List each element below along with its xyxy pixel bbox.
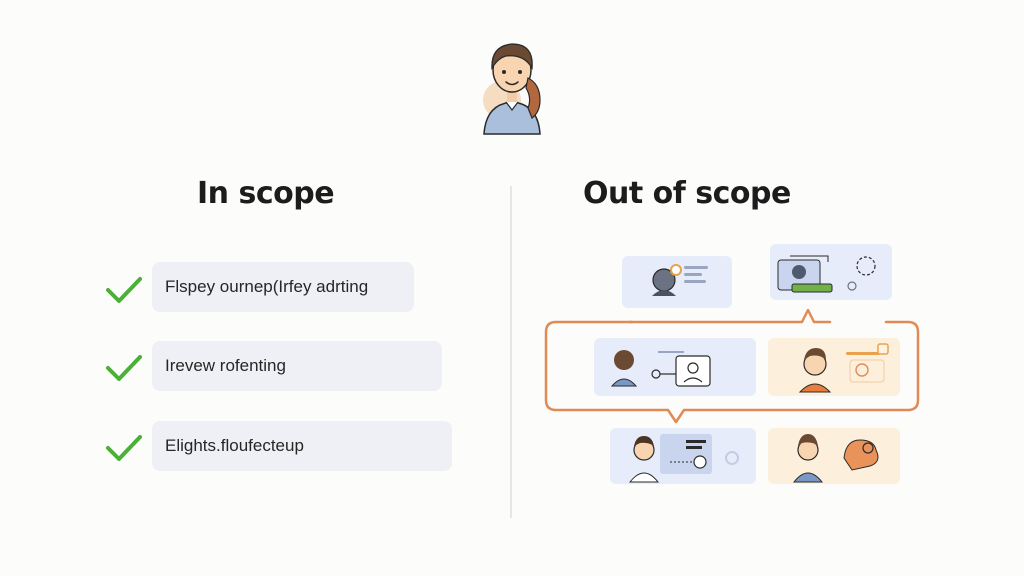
- connector-loop: [544, 320, 920, 424]
- person-avatar-icon: [483, 43, 541, 135]
- in-scope-item: Flspey ournep(Irfey adrting: [152, 262, 414, 312]
- in-scope-item: Irevew rofenting: [152, 341, 442, 391]
- out-of-scope-heading: Out of scope: [583, 176, 791, 211]
- checkmark-icon: [106, 277, 142, 303]
- flow-card: [622, 256, 732, 308]
- checkmark-icon: [106, 355, 142, 381]
- flow-card: [768, 428, 900, 484]
- flow-card: [768, 338, 900, 396]
- flow-card: [610, 428, 756, 484]
- flow-card: [770, 244, 892, 300]
- in-scope-item: Elights.floufecteup: [152, 421, 452, 471]
- out-of-scope-flow-diagram: [544, 244, 920, 484]
- column-divider: [510, 186, 512, 518]
- in-scope-item-label: Elights.floufecteup: [165, 436, 304, 455]
- flow-card: [594, 338, 756, 396]
- in-scope-item-label: Irevew rofenting: [165, 356, 286, 375]
- checkmark-icon: [106, 435, 142, 461]
- in-scope-heading: In scope: [197, 176, 335, 211]
- connector-arrow: [628, 308, 832, 324]
- in-scope-item-label: Flspey ournep(Irfey adrting: [165, 277, 369, 296]
